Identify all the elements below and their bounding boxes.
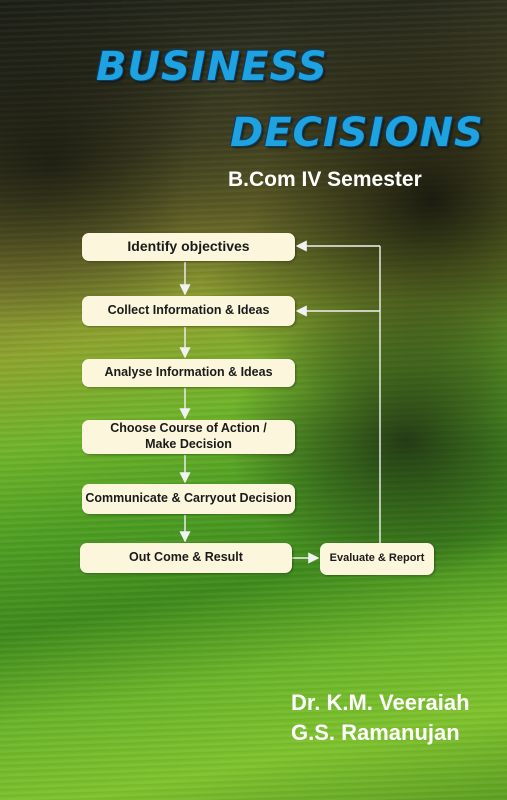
subtitle: B.Com IV Semester bbox=[228, 168, 422, 191]
step-communicate-decision: Communicate & Carryout Decision bbox=[82, 484, 295, 514]
author-2: G.S. Ramanujan bbox=[291, 720, 460, 745]
step-outcome-result: Out Come & Result bbox=[80, 543, 292, 573]
author-1: Dr. K.M. Veeraiah bbox=[291, 690, 470, 715]
step-evaluate-report: Evaluate & Report bbox=[320, 543, 434, 575]
title-line-2: DECISIONS bbox=[230, 110, 484, 156]
step-collect-information: Collect Information & Ideas bbox=[82, 296, 295, 326]
title-line-1: BUSINESS bbox=[96, 44, 328, 90]
step-analyse-information: Analyse Information & Ideas bbox=[82, 359, 295, 387]
step-choose-course-of-action: Choose Course of Action / Make Decision bbox=[82, 420, 295, 454]
step-identify-objectives: Identify objectives bbox=[82, 233, 295, 261]
